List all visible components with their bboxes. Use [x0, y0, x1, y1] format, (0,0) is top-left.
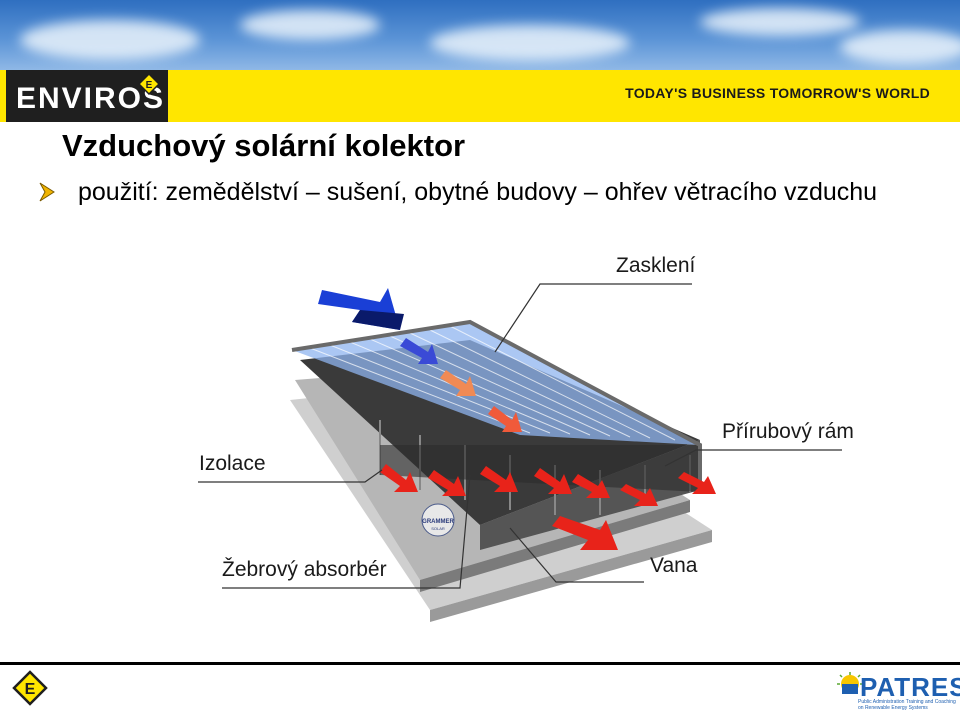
collector-illustration: GRAMMER SOLAR	[0, 230, 960, 660]
footer-divider	[0, 662, 960, 665]
svg-text:E: E	[25, 681, 36, 698]
label-prirubovy-ram: Přírubový rám	[722, 420, 854, 444]
sky-background	[0, 0, 960, 70]
slide-title: Vzduchový solární kolektor	[62, 128, 465, 164]
patres-tagline: Public Administration Training and Coach…	[858, 699, 958, 711]
label-vana: Vana	[650, 554, 698, 578]
slide-bullet-text: použití: zemědělství – sušení, obytné bu…	[78, 178, 877, 207]
svg-text:E: E	[146, 80, 153, 91]
grammer-logo-sub: SOLAR	[431, 526, 445, 531]
grammer-logo-text: GRAMMER	[422, 519, 454, 525]
label-zebrovy-absorber: Žebrový absorbér	[222, 558, 387, 582]
collector-diagram: GRAMMER SOLAR Zasklení Přírubový rám Izo…	[0, 230, 960, 660]
footer-e-badge-icon: E	[12, 670, 48, 706]
bullet-arrow-icon	[38, 181, 56, 203]
header-tagline: TODAY'S BUSINESS TOMORROW'S WORLD	[625, 85, 930, 101]
enviros-e-badge-icon: E	[138, 73, 160, 95]
label-zaskleni: Zasklení	[616, 254, 695, 278]
label-izolace: Izolace	[199, 452, 266, 476]
